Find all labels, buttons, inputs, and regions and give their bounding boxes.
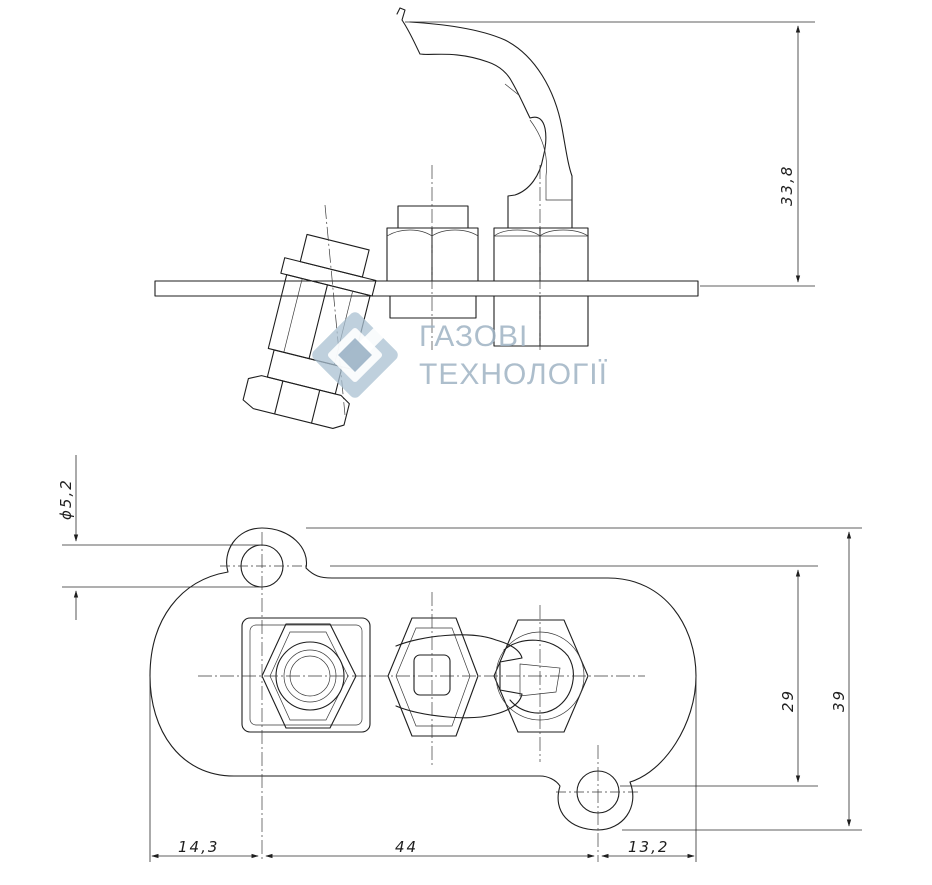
dim-hole-diameter: ϕ5,2 bbox=[57, 478, 75, 520]
dim-height-upper: 33,8 bbox=[778, 165, 796, 206]
plan-left-nut bbox=[241, 617, 371, 733]
watermark-line2: ТЕХНОЛОГІЇ bbox=[419, 358, 608, 391]
dim-spacing-middle: 44 bbox=[395, 838, 418, 856]
middle-nut bbox=[386, 205, 479, 319]
plan-middle-nut bbox=[387, 617, 523, 737]
pilot-hood-detail bbox=[504, 83, 572, 201]
dim-inner-height: 29 bbox=[779, 689, 797, 712]
plan-view: ϕ5,2 29 39 14,3 44 13,2 bbox=[57, 455, 862, 862]
watermark-line1: ГАЗОВІ bbox=[419, 320, 528, 353]
pilot-hood bbox=[396, 7, 573, 229]
plate-outline bbox=[149, 527, 697, 831]
watermark-logo: ГАЗОВІ ТЕХНОЛОГІЇ bbox=[312, 312, 608, 398]
dim-offset-right: 13,2 bbox=[628, 838, 669, 856]
dim-offset-left: 14,3 bbox=[178, 838, 219, 856]
mounting-plate bbox=[154, 280, 699, 297]
dim-total-height: 39 bbox=[830, 689, 848, 712]
